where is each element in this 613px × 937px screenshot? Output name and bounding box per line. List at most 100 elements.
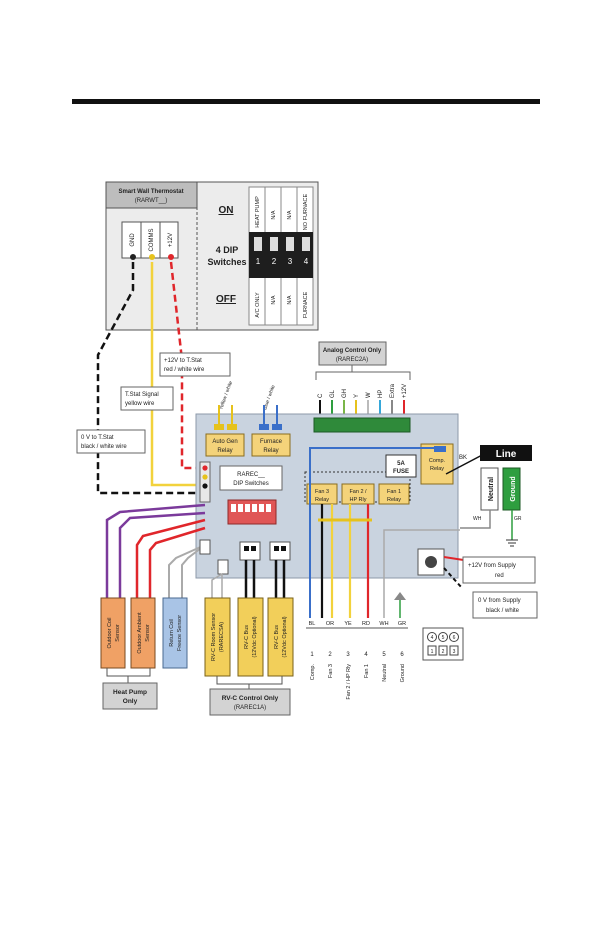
connector-pinout: 4 5 6 1 2 3 — [422, 627, 464, 661]
dip-title-line2: Switches — [207, 257, 246, 267]
dip-switch-2[interactable] — [270, 237, 278, 251]
svg-text:(12Vdc Optional): (12Vdc Optional) — [252, 616, 258, 657]
analog-terminal-c: C — [318, 393, 324, 398]
svg-text:4: 4 — [431, 635, 434, 641]
tb-number-4: 4 — [364, 652, 368, 658]
tb-code-4: RD — [362, 621, 370, 627]
svg-text:Fan 3: Fan 3 — [315, 489, 329, 495]
heat-pump-only-label: Heat Pump Only — [102, 682, 158, 710]
outdoor-ambient-sensor: Outdoor Ambient Sensor — [130, 597, 156, 669]
svg-text:Auto Gen: Auto Gen — [212, 439, 237, 445]
svg-text:Only: Only — [123, 698, 138, 705]
svg-text:Comp.: Comp. — [429, 458, 446, 464]
fuse: 5A FUSE — [385, 454, 417, 478]
tb-code-6: GR — [398, 621, 406, 627]
svg-text:Relay: Relay — [387, 497, 401, 503]
dip4-top-label: NO FURNACE — [303, 193, 309, 230]
board-terminal-12v — [202, 465, 208, 471]
tb-name-3: Fan 2 / HP Rly — [346, 664, 352, 700]
tb-number-5: 5 — [382, 652, 386, 658]
analog-terminal-12v: +12V — [402, 384, 408, 398]
dip3-bottom-label: N/A — [287, 295, 293, 305]
svg-text:5A: 5A — [397, 461, 405, 467]
return-coil-sensor: Return Coil Freeze Sensor — [162, 597, 188, 669]
analog-terminal-strip — [313, 417, 411, 433]
svg-text:(RARECSA): (RARECSA) — [219, 622, 225, 652]
svg-text:Freeze Sensor: Freeze Sensor — [177, 615, 183, 651]
svg-text:black / white: black / white — [486, 608, 520, 614]
svg-text:Relay: Relay — [263, 448, 278, 454]
line-label: Line — [496, 449, 517, 460]
dip1-bottom-label: A/C ONLY — [255, 292, 261, 318]
bk-label: BK — [459, 455, 467, 461]
thermostat-panel: Smart Wall Thermostat (RARWT__) GND COMM… — [105, 181, 319, 331]
thermostat-title-line1: Smart Wall Thermostat — [118, 189, 183, 195]
svg-text:Furnace: Furnace — [260, 439, 283, 445]
svg-text:RV-C Control Only: RV-C Control Only — [222, 695, 279, 702]
svg-text:red: red — [495, 573, 504, 579]
analog-terminal-w: W — [366, 392, 372, 398]
dip-switch-3[interactable] — [286, 237, 294, 251]
neutral-label: Neutral — [488, 477, 495, 501]
callout-12v-supply: +12V from Supply red — [462, 556, 536, 584]
fan3-relay: Fan 3 Relay — [306, 483, 338, 505]
svg-text:0 V from Supply: 0 V from Supply — [478, 598, 521, 604]
callout-signal-line1: T.Stat Signal — [125, 392, 159, 398]
svg-text:HP Rly: HP Rly — [349, 497, 366, 503]
analog-terminal-gl: GL — [330, 389, 336, 398]
dip-number-3: 3 — [288, 257, 293, 266]
callout-signal-line2: yellow wire — [125, 401, 155, 407]
analog-terminal-y: Y — [354, 394, 360, 398]
svg-text:1: 1 — [431, 649, 434, 655]
tb-code-2: OR — [326, 621, 334, 627]
dip3-top-label: N/A — [287, 210, 293, 220]
tb-name-2: Fan 3 — [328, 664, 334, 678]
callout-12v-line1: +12V to T.Stat — [164, 358, 202, 364]
dip-number-4: 4 — [304, 257, 309, 266]
dip-off-label: OFF — [216, 294, 236, 305]
furnace-relay: Furnace Relay — [251, 433, 291, 457]
dip-switch-1[interactable] — [254, 237, 262, 251]
callout-0v-supply: 0 V from Supply black / white — [472, 591, 538, 619]
svg-text:+12V from Supply: +12V from Supply — [468, 563, 516, 569]
wh-label: WH — [473, 516, 482, 522]
tb-number-6: 6 — [400, 652, 404, 658]
auto-gen-relay: Auto Gen Relay — [205, 433, 245, 457]
analog-terminal-hp: HP — [378, 390, 384, 398]
dip-switch-4[interactable] — [302, 237, 310, 251]
ground-label: Ground — [510, 476, 517, 501]
callout-signal: T.Stat Signal yellow wire — [120, 386, 174, 411]
svg-text:Fan 2 /: Fan 2 / — [349, 489, 367, 495]
tb-name-5: Neutral — [382, 664, 388, 682]
rvc-room-sensor: RV-C Room Sensor (RARECSA) — [204, 597, 231, 677]
svg-text:6: 6 — [453, 635, 456, 641]
tb-number-3: 3 — [346, 652, 350, 658]
tb-number-2: 2 — [328, 652, 332, 658]
board-dip-switches: RAREC__ DIP Switches — [219, 465, 283, 525]
rvc-bus-2: RV-C Bus (12Vdc Optional) — [267, 597, 294, 677]
dip4-bottom-label: FURNACE — [303, 291, 309, 318]
svg-text:Return Coil: Return Coil — [169, 619, 175, 647]
tb-name-1: Comp. — [310, 664, 316, 681]
svg-text:Heat Pump: Heat Pump — [113, 689, 147, 696]
svg-text:RAREC__: RAREC__ — [237, 472, 265, 478]
line-label-box — [480, 445, 532, 461]
callout-0v-line1: 0 V to T.Stat — [81, 435, 114, 441]
dip-on-label: ON — [219, 205, 234, 216]
board-terminal-comms — [202, 474, 208, 480]
svg-text:3: 3 — [453, 649, 456, 655]
dip2-bottom-label: N/A — [271, 295, 277, 305]
thermostat-terminal-comms: COMMS — [149, 229, 155, 252]
svg-text:5: 5 — [442, 635, 445, 641]
callout-12v-line2: red / white wire — [164, 367, 205, 373]
svg-text:FUSE: FUSE — [393, 469, 409, 475]
analog-terminal-gh: GH — [342, 389, 348, 398]
svg-text:Outdoor Coil: Outdoor Coil — [107, 618, 113, 649]
tb-name-4: Fan 1 — [364, 664, 370, 678]
svg-text:2: 2 — [442, 649, 445, 655]
svg-text:Sensor: Sensor — [145, 624, 151, 642]
svg-text:Fan 1: Fan 1 — [387, 489, 401, 495]
rvc-control-only-label: RV-C Control Only (RAREC1A) — [209, 688, 291, 716]
tb-code-3: YE — [344, 621, 352, 627]
dip-title-line1: 4 DIP — [216, 245, 239, 255]
